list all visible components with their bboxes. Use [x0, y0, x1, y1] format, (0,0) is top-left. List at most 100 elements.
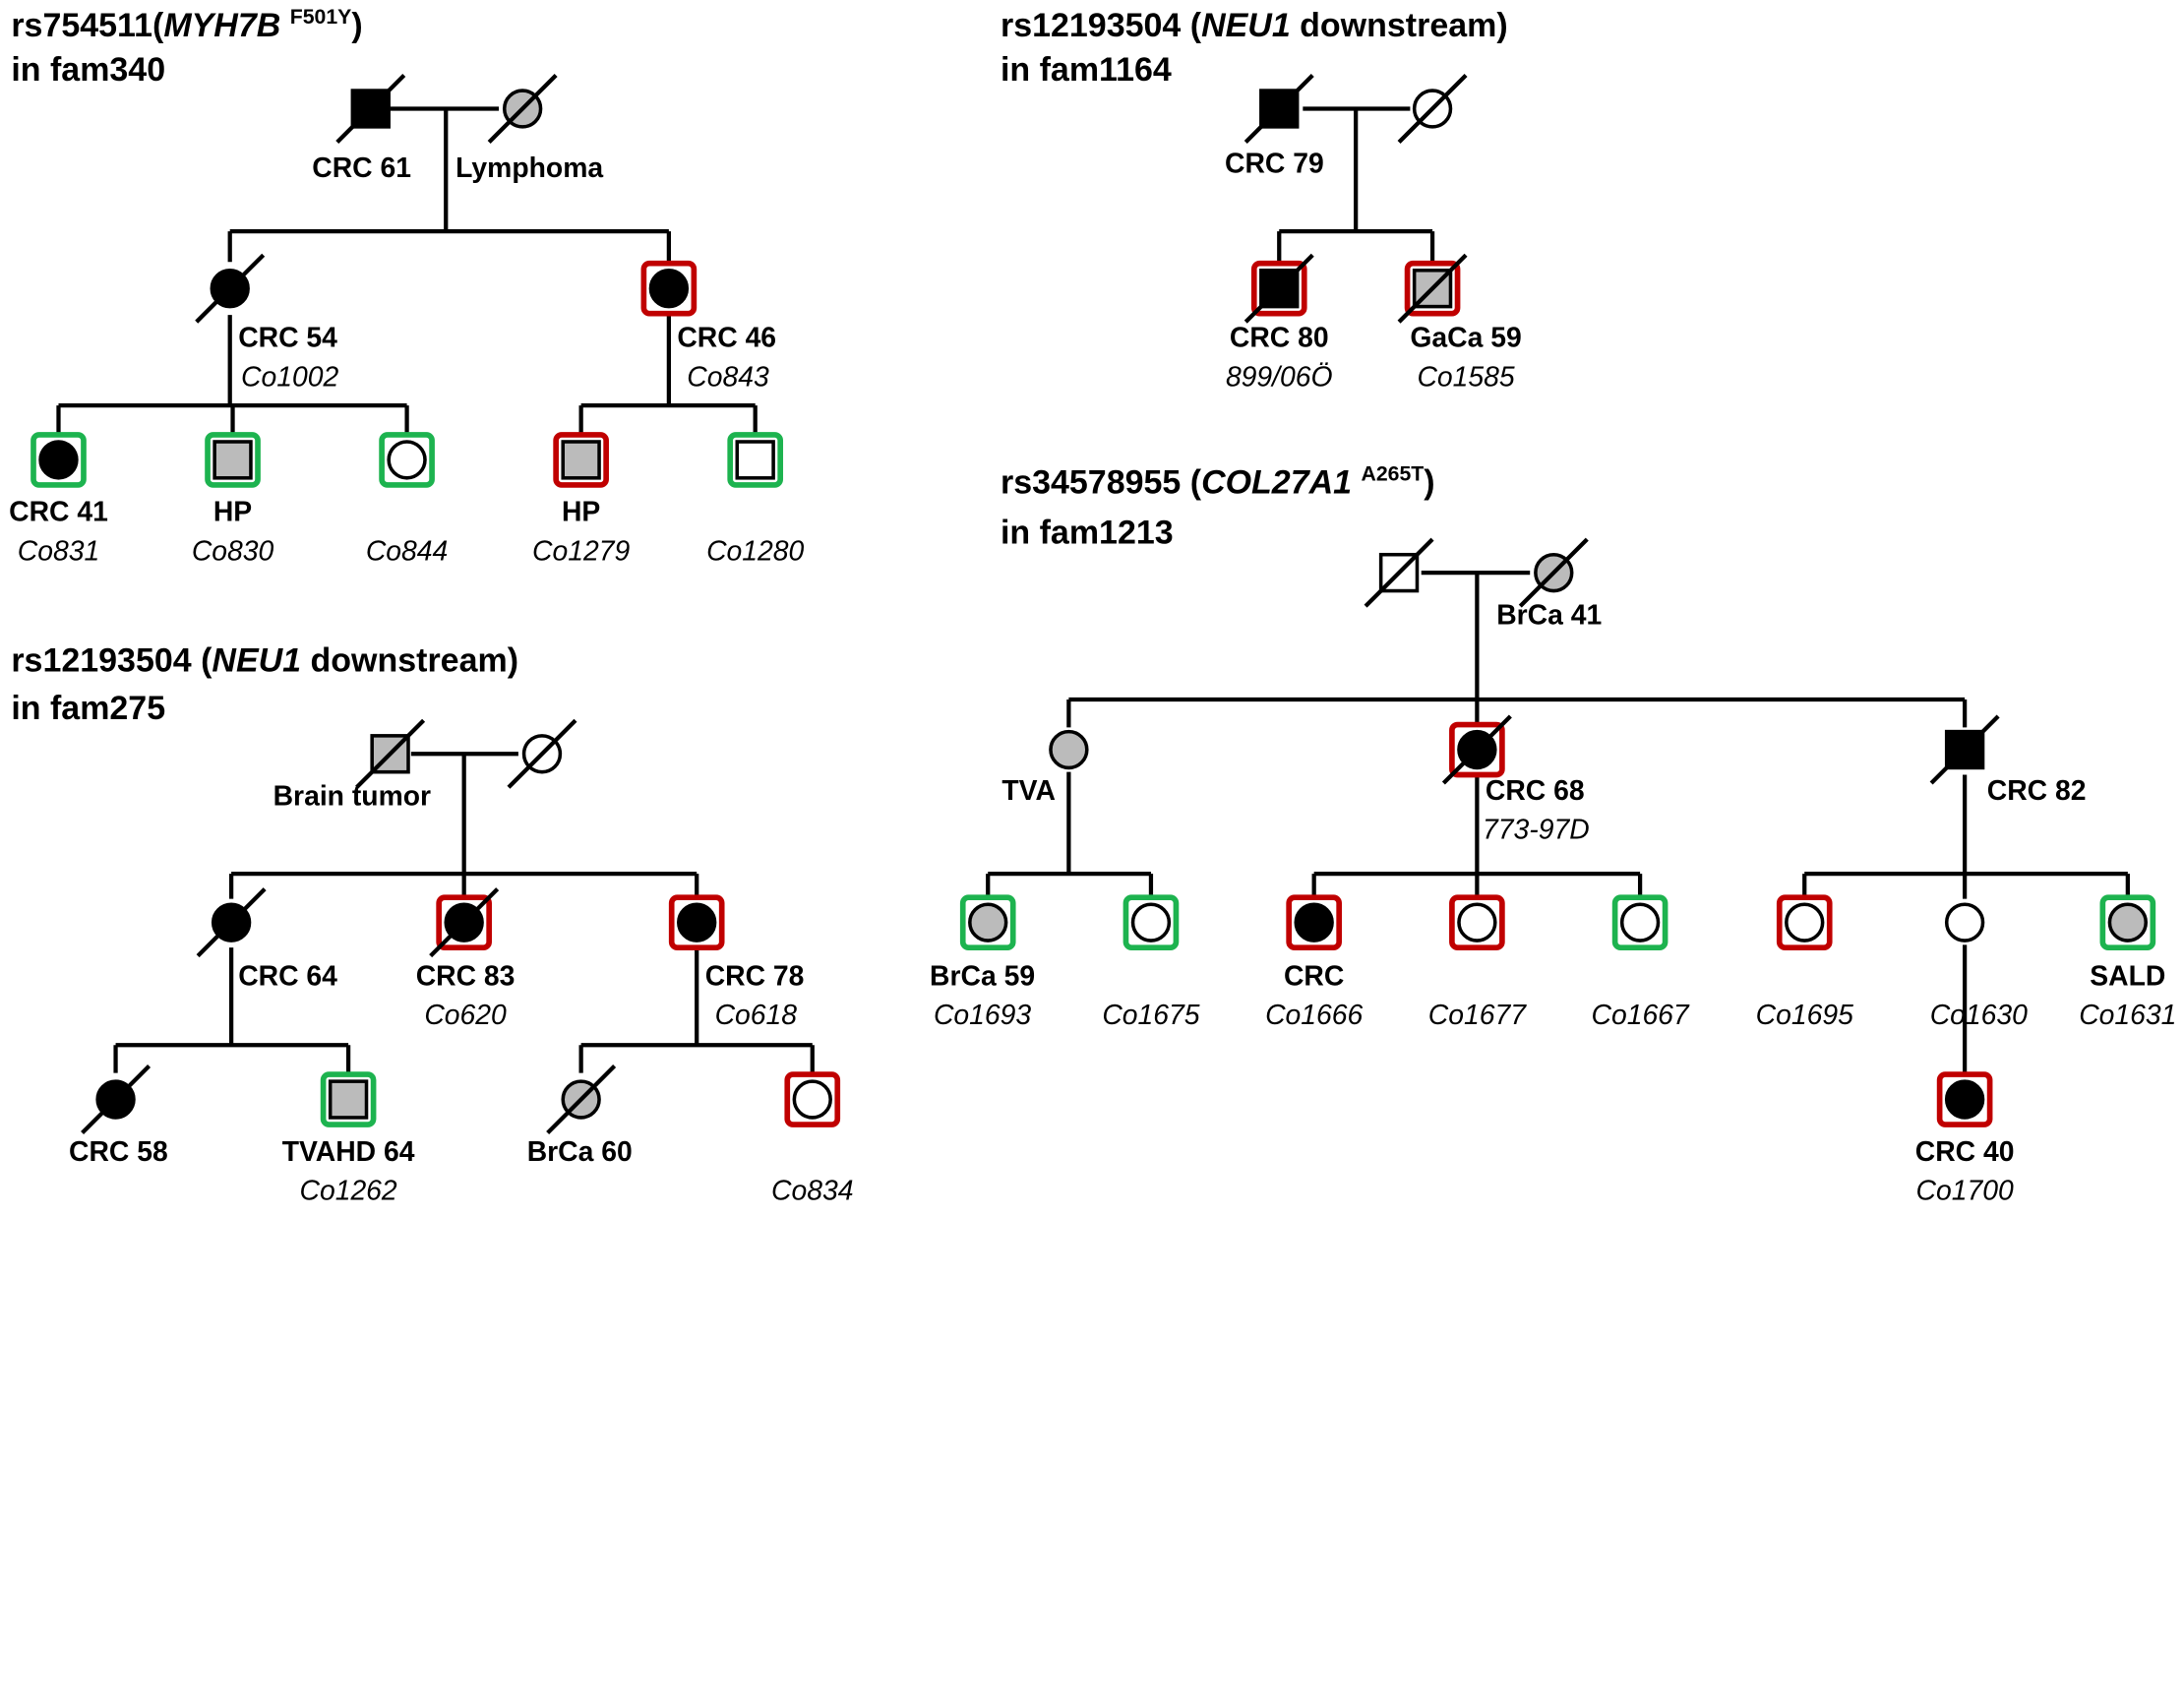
fam340-iii4-label: HP	[562, 497, 600, 528]
fam1213-iii5-sample: Co1667	[1592, 1000, 1690, 1031]
fam275-iii1-label: CRC 58	[69, 1136, 168, 1168]
fam340-iii5-square	[735, 440, 775, 480]
fam1213-i1-male-symbol	[1364, 537, 1434, 608]
fam340-iii5-male-symbol	[727, 432, 784, 488]
fam1213-iii1-label: BrCa 59	[930, 960, 1035, 992]
fam1213-i2-deceased-slash	[1518, 537, 1589, 608]
fam340-ii2-circle	[648, 269, 690, 309]
fam275-i2-deceased-slash	[507, 718, 577, 789]
fam340-iii3-female-symbol	[379, 432, 435, 488]
fam275-iii4-circle	[792, 1079, 832, 1120]
fam1213-subtitle: in fam1213	[1001, 514, 1174, 551]
fam340-iii5-sample: Co1280	[706, 535, 804, 567]
fam1213-ii2-female-symbol	[1441, 714, 1512, 785]
fam275-i1-deceased-slash	[355, 718, 426, 789]
fam1164-ii2-male-symbol	[1397, 253, 1468, 324]
fam1213-iii2-sample: Co1675	[1102, 1000, 1199, 1031]
fam275-i1-male-symbol	[355, 718, 426, 789]
fam1213-iv1-sample: Co1700	[1916, 1176, 2014, 1203]
fam1213-iii3-female-symbol	[1286, 894, 1342, 950]
fam1213-ii2-sample: 773-97D	[1483, 815, 1590, 846]
fam1164-subtitle: in fam1164	[1001, 51, 1172, 89]
fam1213-ii2-deceased-slash	[1441, 714, 1512, 785]
fam275-title: rs12193504 (NEU1 downstream)	[11, 642, 518, 680]
fam1213-iii3-label: CRC	[1284, 960, 1344, 992]
fam1213-iii6-circle	[1785, 902, 1825, 943]
fam340-i2-label: Lymphoma	[455, 152, 603, 184]
fam340-ii1-female-symbol	[195, 253, 266, 324]
fam1213-i1-deceased-slash	[1364, 537, 1434, 608]
fam340-title: rs754511(MYH7B F501Y)	[11, 5, 362, 44]
fam1213-ii1-label: TVA	[1001, 775, 1056, 807]
fam340-iii2-sample: Co830	[192, 535, 274, 567]
fam340-iii4-square	[561, 440, 601, 480]
fam1213-iii1-sample: Co1693	[934, 1000, 1031, 1031]
fam1164-i2-deceased-slash	[1397, 73, 1468, 144]
fam275-ii1-label: CRC 64	[238, 960, 337, 992]
fam275-ii3-sample: Co618	[715, 1000, 798, 1031]
fam1213-iii7-sample: Co1630	[1930, 1000, 2028, 1031]
fam1213-iii3-sample: Co1666	[1265, 1000, 1363, 1031]
fam275-ii2-deceased-slash	[429, 887, 500, 958]
fam340-i1-deceased-slash	[335, 73, 406, 144]
fam275-iii3-label: BrCa 60	[527, 1136, 633, 1168]
fam340-iii2-square	[212, 440, 253, 480]
fam340-iii4-sample: Co1279	[532, 535, 630, 567]
fam1213-iii7-female-symbol	[1944, 902, 1985, 943]
fam1213-iii3-circle	[1294, 902, 1334, 943]
fam275-ii2-sample: Co620	[424, 1000, 507, 1031]
fam340-ii2-sample: Co843	[687, 361, 769, 393]
fam1213-iv1-female-symbol	[1936, 1071, 1993, 1127]
fam1213-ii1-female-symbol	[1049, 729, 1089, 770]
fam275-ii3-female-symbol	[668, 894, 725, 950]
fam340-iii2-label: HP	[213, 497, 252, 528]
fam340-labels: CRC 61 Lymphoma CRC 54 Co1002 CRC 46 Co8…	[9, 152, 804, 568]
fam1213-iii1-circle	[968, 902, 1008, 943]
fam1164-ii2-deceased-slash	[1397, 253, 1468, 324]
fam1213-title: rs34578955 (COL27A1 A265T)	[1001, 462, 1435, 502]
fam1164-labels: CRC 79 CRC 80 899/06Ö GaCa 59 Co1585	[1225, 149, 1522, 394]
fam275-iii2-sample: Co1262	[300, 1176, 397, 1203]
pedigree-lines	[56, 106, 2130, 1073]
fam1213-i2-female-symbol	[1518, 537, 1589, 608]
fam1213-iii8-label: SALD	[2090, 960, 2165, 992]
fam1213-iii5-female-symbol	[1611, 894, 1668, 950]
fam1213-iii2-circle	[1130, 902, 1172, 943]
fam1213-ii1-circle	[1049, 729, 1089, 770]
fam340-iii1-circle	[38, 440, 79, 480]
fam1213-iv1-label: CRC 40	[1915, 1136, 2015, 1168]
fam1213-iii4-female-symbol	[1449, 894, 1505, 950]
fam1164-ii1-male-symbol	[1244, 253, 1314, 324]
fam1213-ii3-label: CRC 82	[1987, 775, 2087, 807]
pedigree-canvas: rs754511(MYH7B F501Y) in fam340 rs121935…	[9, 5, 2176, 1203]
fam275-ii2-female-symbol	[429, 887, 500, 958]
fam275-i2-female-symbol	[507, 718, 577, 789]
fam1213-iii8-circle	[2107, 902, 2149, 943]
fam1164-i2-female-symbol	[1397, 73, 1468, 144]
fam1164-ii1-sample: 899/06Ö	[1226, 361, 1333, 393]
fam275-ii2-label: CRC 83	[416, 960, 516, 992]
fam275-iii3-female-symbol	[546, 1064, 617, 1135]
fam340-ii1-deceased-slash	[195, 253, 266, 324]
fam340-i1-label: CRC 61	[312, 152, 411, 184]
fam340-ii1-sample: Co1002	[241, 361, 338, 393]
fam275-iii1-female-symbol	[81, 1064, 152, 1135]
fam340-i2-female-symbol	[487, 73, 558, 144]
fam1164-i1-deceased-slash	[1244, 73, 1314, 144]
fam1164-i1-label: CRC 79	[1225, 149, 1324, 180]
fam1164-ii2-sample: Co1585	[1417, 361, 1514, 393]
fam1213-i2-label: BrCa 41	[1496, 600, 1602, 632]
fam340-ii2-female-symbol	[640, 260, 698, 317]
fam1213-ii3-male-symbol	[1929, 714, 2000, 785]
fam1213-iii2-female-symbol	[1122, 894, 1180, 950]
fam1213-ii2-label: CRC 68	[1486, 775, 1585, 807]
fam1213-ii3-deceased-slash	[1929, 714, 2000, 785]
fam275-iii2-label: TVAHD 64	[282, 1136, 415, 1168]
fam1164-i1-male-symbol	[1244, 73, 1314, 144]
fam1164-ii2-label: GaCa 59	[1410, 323, 1521, 354]
fam340-subtitle: in fam340	[11, 51, 165, 89]
fam275-iii4-female-symbol	[784, 1071, 841, 1127]
fam1213-labels: BrCa 41 TVA CRC 68 773-97D CRC 82 BrCa 5…	[930, 600, 2176, 1203]
fam275-iii3-deceased-slash	[546, 1064, 617, 1135]
